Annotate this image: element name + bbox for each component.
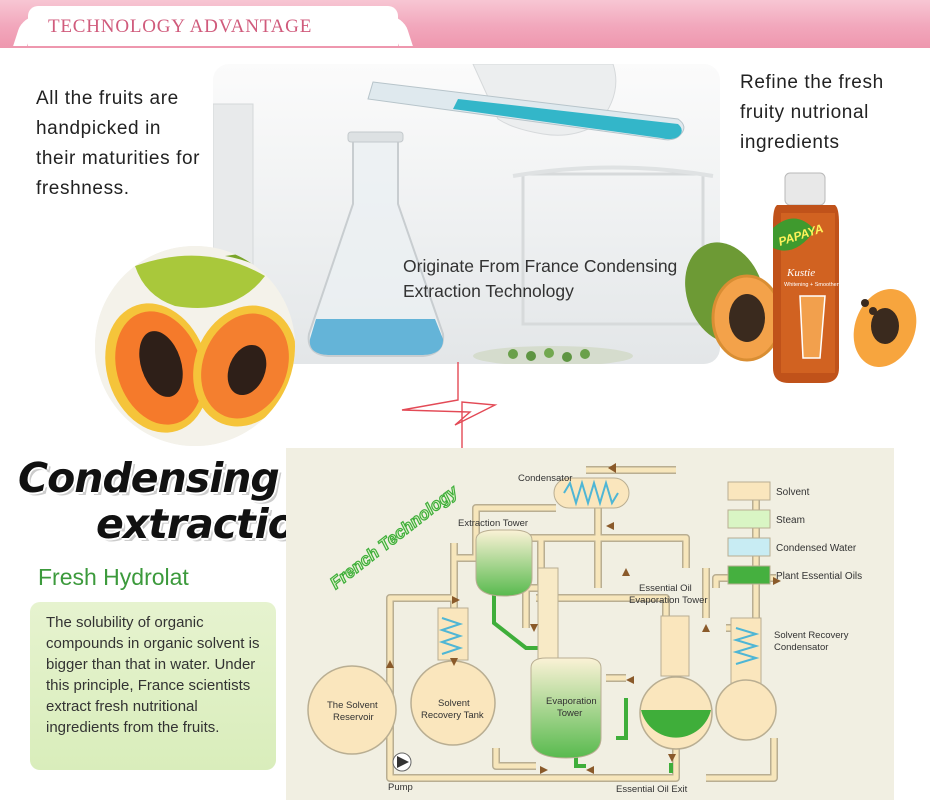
header-tab — [28, 6, 398, 46]
label-solvent-reservoir-1: The Solvent — [327, 700, 378, 711]
label-essential-oil-evap-1: Essential Oil — [639, 583, 692, 594]
section-title-line1: Condensing — [18, 454, 280, 502]
label-evap-tower-1: Evaporation — [546, 696, 597, 707]
label-solvent-recovery-cond-1: Solvent Recovery — [774, 630, 849, 641]
legend-label: Solvent — [776, 487, 810, 498]
lab-photo — [213, 64, 720, 364]
label-essential-oil-evap-2: Evaporation Tower — [629, 595, 708, 606]
legend-swatch — [727, 481, 771, 501]
page-title: TECHNOLOGY ADVANTAGE — [48, 16, 313, 37]
product-image: PAPAYA Kustie Whitening + Smoothening — [685, 168, 920, 398]
label-recovery-tank-1: Solvent — [438, 698, 470, 709]
section-title-line2: extraction — [96, 500, 324, 548]
pulse-connector — [401, 362, 498, 448]
legend-label: Steam — [776, 515, 805, 526]
process-diagram-svg: French Technology SolventSteamCondensed … — [307, 463, 862, 795]
info-text: The solubility of organic compounds in o… — [46, 614, 260, 736]
lab-caption: Originate From France Condensing Extract… — [403, 254, 677, 304]
papaya-circle-photo — [95, 246, 295, 446]
label-pump: Pump — [388, 782, 413, 793]
lab-caption-line1: Originate From France Condensing — [403, 256, 678, 276]
label-essential-oil-exit: Essential Oil Exit — [616, 784, 688, 795]
legend-label: Plant Essential Oils — [776, 571, 862, 582]
section-subtitle: Fresh Hydrolat — [38, 564, 189, 590]
legend-swatch — [727, 537, 771, 557]
label-recovery-tank-2: Recovery Tank — [421, 710, 484, 721]
section-title: Condensing extraction — [18, 454, 324, 548]
label-condensator: Condensator — [518, 473, 572, 484]
lab-caption-line2: Extraction Technology — [403, 281, 574, 301]
product-sub: Whitening + Smoothening — [784, 282, 847, 288]
french-technology-stamp: French Technology — [326, 481, 462, 593]
intro-right-text: Refine the fresh fruity nutrional ingred… — [740, 72, 884, 153]
legend-label: Condensed Water — [776, 543, 857, 554]
label-extraction-tower: Extraction Tower — [458, 518, 528, 529]
product-name: Kustie — [786, 267, 815, 279]
label-solvent-recovery-cond-2: Condensator — [774, 642, 828, 653]
intro-left-text: All the fruits are handpicked in their m… — [36, 88, 201, 199]
label-evap-tower-2: Tower — [557, 708, 582, 719]
label-solvent-reservoir-2: Reservoir — [333, 712, 374, 723]
info-box — [30, 602, 276, 770]
legend-swatch — [727, 565, 771, 585]
legend-swatch — [727, 509, 771, 529]
